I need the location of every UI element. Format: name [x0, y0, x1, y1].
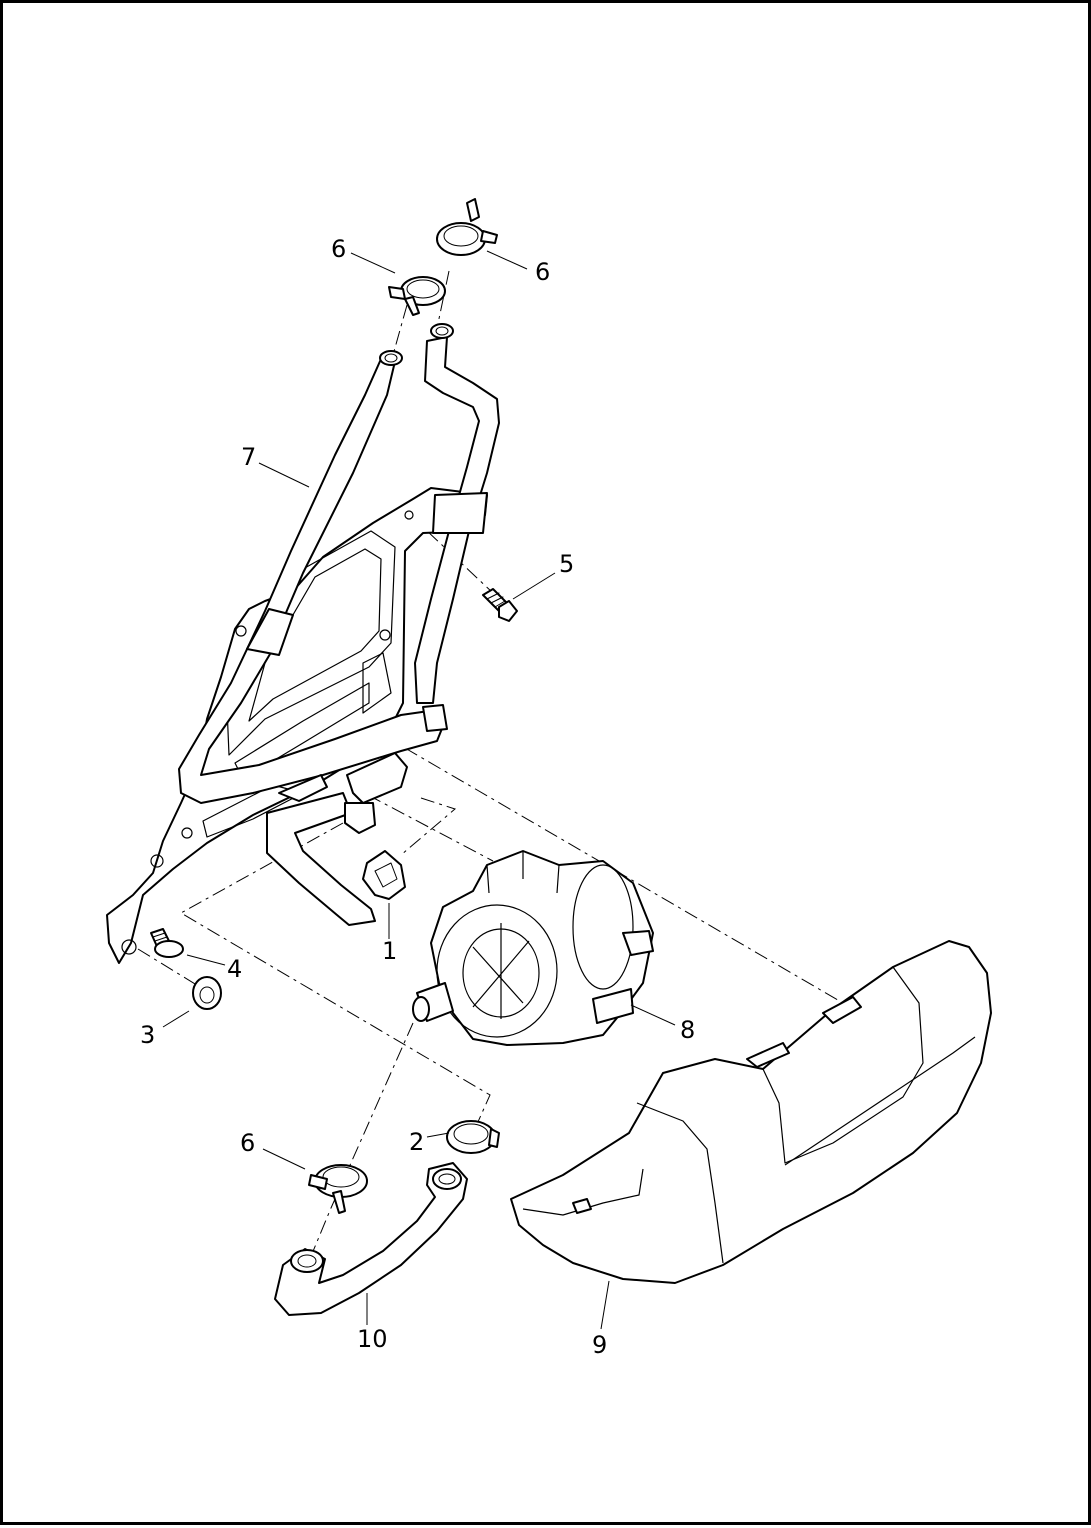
part-6-clamp-upper-left [388, 276, 446, 316]
callout-1: 1 [382, 937, 397, 965]
callout-9: 9 [592, 1331, 607, 1359]
callout-5: 5 [559, 550, 574, 578]
callout-6-upper-left: 6 [331, 235, 346, 263]
pump-mount [592, 988, 634, 1024]
part-9-cover [510, 940, 992, 1284]
leader-lines [162, 250, 676, 1330]
callout-2: 2 [409, 1128, 424, 1156]
part-5-bolt [482, 588, 518, 622]
part-1-clip [362, 850, 406, 900]
hose-sleeve-2 [432, 492, 488, 534]
callout-10: 10 [357, 1325, 388, 1353]
hose-outlet [422, 704, 448, 732]
callout-3: 3 [140, 1021, 155, 1049]
part-4-bolt [150, 928, 184, 958]
callout-labels: 6 6 7 5 1 4 3 8 6 2 10 9 [140, 235, 695, 1359]
cover-tab-upper [822, 996, 862, 1024]
cover-tab-lower [746, 1042, 790, 1068]
hose-clip-lower [346, 752, 408, 804]
pump-connector [622, 930, 654, 956]
part-7-hose-bracket-assembly [106, 323, 500, 964]
hose-bracket-clip [278, 774, 328, 802]
part-2-clamp [446, 1120, 500, 1154]
callout-7: 7 [241, 443, 256, 471]
part-10-hose [274, 1162, 468, 1316]
left-hose-top-end [379, 350, 403, 366]
hose-sleeve [246, 608, 294, 656]
right-hose-top-end [430, 323, 454, 339]
callout-8: 8 [680, 1016, 695, 1044]
callout-4: 4 [227, 955, 242, 983]
part-6-clamp-upper-right [436, 198, 498, 256]
callout-6-upper-right: 6 [535, 258, 550, 286]
hose-drop [344, 802, 376, 834]
diagram-canvas: 6 6 7 5 1 4 3 8 6 2 10 9 [106, 198, 992, 1359]
part-6-clamp-lower [308, 1164, 368, 1214]
part-3-grommet [192, 976, 222, 1010]
part-8-pump [412, 850, 654, 1046]
callout-6-lower: 6 [240, 1129, 255, 1157]
cover-peg [572, 1198, 592, 1214]
